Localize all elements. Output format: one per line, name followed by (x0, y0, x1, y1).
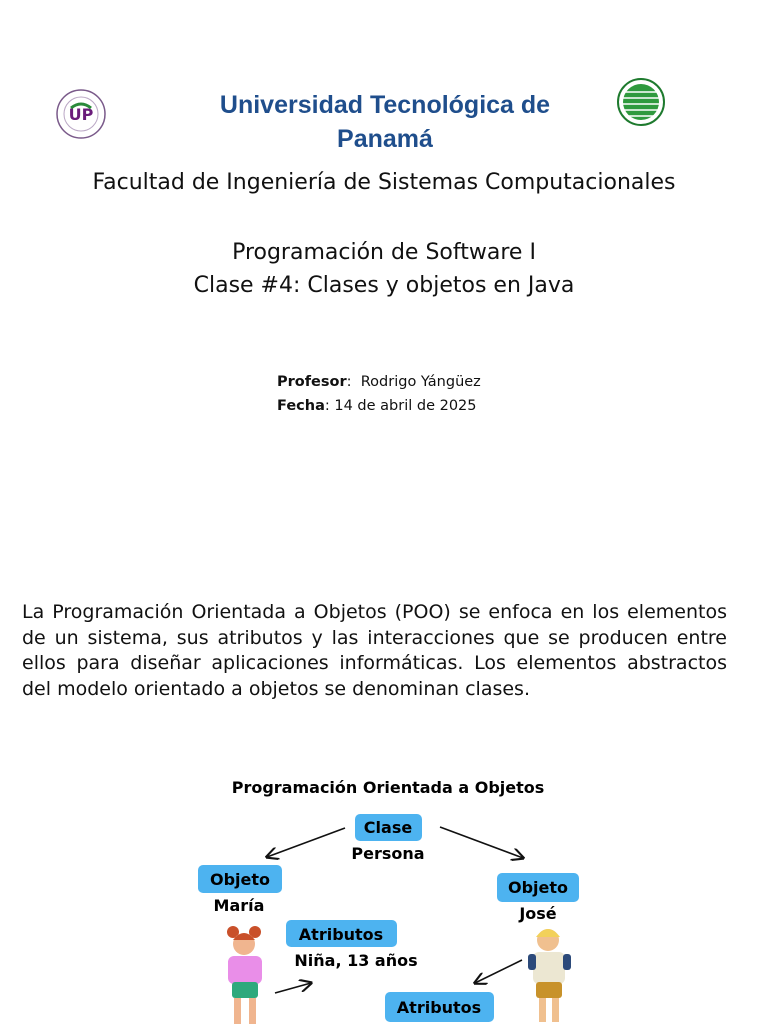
faculty-title: Facultad de Ingeniería de Sistemas Compu… (92, 170, 676, 195)
fisc-logo (617, 78, 665, 126)
arrow-clase-to-jose (439, 826, 523, 858)
clase-value: Persona (351, 844, 424, 863)
poo-diagram: Programación Orientada a Objetos Clase P… (198, 778, 579, 1024)
class-title: Clase #4: Clases y objetos en Java (193, 273, 575, 298)
objeto-left-label: Objeto (210, 870, 270, 889)
profesor-label: Profesor (277, 374, 347, 390)
objeto-left-value: María (214, 896, 265, 915)
profesor-name: Rodrigo Yángüez (360, 374, 481, 390)
clase-box (355, 814, 422, 841)
objeto-left-box (198, 865, 282, 893)
objeto-right-box (497, 873, 579, 902)
arrow-maria-to-atributos (274, 983, 311, 994)
meta-block: Profesor: Rodrigo Yángüez Fecha: 14 de a… (277, 374, 481, 414)
atributos-right-box (385, 992, 494, 1022)
diagram-title: Programación Orientada a Objetos (232, 778, 545, 797)
arrow-jose-to-atributos (475, 959, 523, 983)
maria-figure (227, 926, 262, 1024)
atributos-left-label: Atributos (299, 925, 383, 944)
intro-paragraph: La Programación Orientada a Objetos (POO… (22, 601, 727, 700)
jose-figure (528, 929, 571, 1022)
arrow-clase-to-maria (267, 827, 346, 857)
university-title: Universidad Tecnológica de Panamá (219, 91, 551, 153)
fecha-value: 14 de abril de 2025 (334, 398, 477, 414)
utp-logo: UP (56, 89, 106, 139)
atributos-right-label: Atributos (397, 998, 481, 1017)
objeto-right-label: Objeto (508, 878, 568, 897)
fecha-label: Fecha (277, 398, 325, 414)
svg-text:UP: UP (69, 105, 94, 124)
atributos-left-box (286, 920, 397, 947)
atributos-left-value: Niña, 13 años (294, 951, 417, 970)
clase-label: Clase (364, 818, 413, 837)
course-block: Programación de Software I Clase #4: Cla… (0, 236, 768, 302)
objeto-right-value: José (518, 904, 556, 923)
course-name: Programación de Software I (232, 240, 536, 265)
